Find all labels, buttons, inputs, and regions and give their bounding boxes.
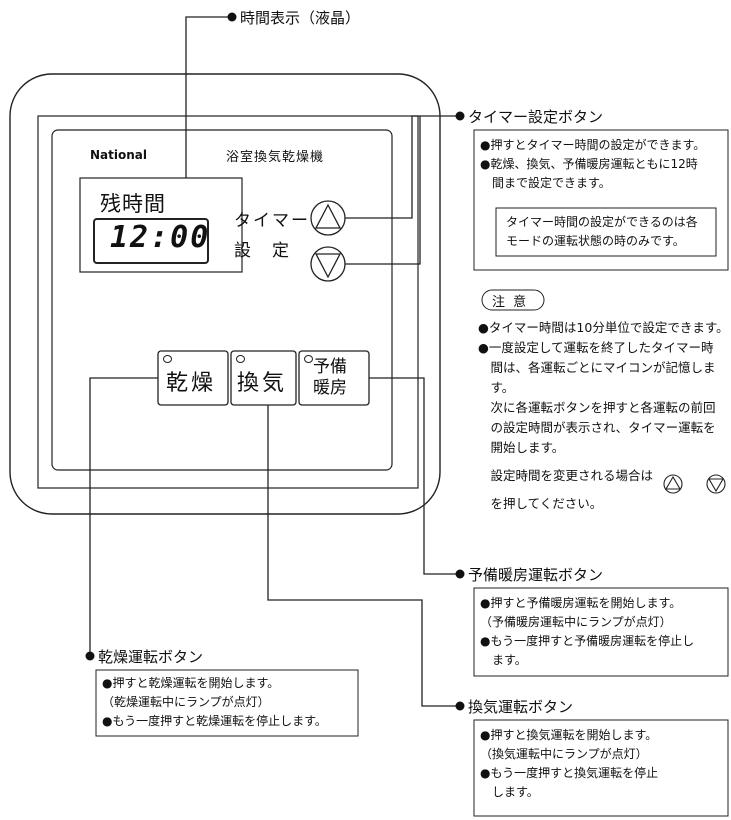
caution-line: 設定時間を変更される場合は	[478, 468, 654, 483]
vent-line: ●もう一度押すと換気運転を停止	[480, 766, 659, 780]
timer-note-line: タイマー時間の設定ができるのは各	[506, 215, 698, 229]
dry-button[interactable]: 乾燥	[158, 351, 228, 405]
preheat-box	[473, 587, 729, 677]
inner-frame	[37, 115, 419, 489]
timer-set-label: 設 定	[234, 241, 291, 261]
caution-line: を押してください。	[478, 496, 603, 511]
caution-line: 次に各運転ボタンを押すと各運転の前回	[478, 400, 716, 415]
timer-note-line: モードの運転状態の時のみです。	[506, 234, 685, 248]
dry-lamp	[163, 355, 172, 363]
vent-button[interactable]: 換気	[231, 351, 296, 405]
timer-up-button[interactable]	[311, 201, 345, 235]
preheat-line: ●押すと予備暖房運転を開始します。	[480, 596, 682, 610]
preheat-line: ます。	[480, 653, 527, 667]
caution-line: ●タイマー時間は10分単位で設定できます。	[478, 320, 729, 335]
dry-button-label: 乾燥	[166, 371, 217, 396]
lcd-time-readout: 12:00	[110, 220, 211, 255]
timer-note-box	[495, 207, 717, 257]
time-display-title: 時間表示（液晶）	[240, 9, 361, 27]
vent-line: します。	[480, 785, 539, 799]
model-name: 浴室換気乾燥機	[226, 150, 325, 165]
preheat-description: ●押すと予備暖房運転を開始します。 （予備暖房運転中にランプが点灯） ●もう一度…	[480, 594, 694, 670]
timer-set-title: タイマー設定ボタン	[468, 108, 604, 126]
vent-line: ●押すと換気運転を開始します。	[480, 728, 658, 742]
timer-label: タイマー	[234, 211, 310, 231]
dry-line: （乾燥運転中にランプが点灯）	[102, 695, 270, 709]
dry-description: ●押すと乾燥運転を開始します。 （乾燥運転中にランプが点灯） ●もう一度押すと乾…	[102, 674, 327, 731]
caution-text: ●タイマー時間は10分単位で設定できます。 ●一度設定して運転を終了したタイマー…	[478, 318, 729, 514]
dry-line: ●押すと乾燥運転を開始します。	[102, 676, 280, 690]
preheat-line: （予備暖房運転中にランプが点灯）	[480, 615, 672, 629]
preheat-button[interactable]: 予備 暖房	[299, 351, 369, 405]
outer-faceplate	[9, 73, 441, 515]
caution-line: ●一度設定して運転を終了したタイマー時	[478, 340, 714, 355]
dry-box	[95, 669, 359, 737]
timer-set-box	[473, 129, 729, 271]
brand-logo: National	[90, 148, 147, 162]
preheat-line: ●もう一度押すと予備暖房運転を停止し	[480, 634, 695, 648]
preheat-lamp	[304, 355, 313, 363]
timer-set-line: ●押すとタイマー時間の設定ができます。	[480, 138, 706, 152]
remaining-time-label: 残時間	[100, 192, 166, 216]
preheat-button-label-1: 予備	[313, 357, 347, 377]
caution-line: 間は、各運転ごとにマイコンが記憶しま	[478, 360, 716, 375]
caution-line: の設定時間が表示され、タイマー運転を	[478, 420, 716, 435]
preheat-title: 予備暖房運転ボタン	[468, 566, 604, 584]
lcd-window	[79, 177, 243, 273]
panel-face	[51, 129, 393, 471]
vent-line: （換気運転中にランプが点灯）	[480, 747, 648, 761]
preheat-button-label-2: 暖房	[313, 378, 347, 398]
vent-box	[473, 719, 729, 817]
timer-set-line: 間まで設定できます。	[480, 176, 611, 190]
timer-note: タイマー時間の設定ができるのは各 モードの運転状態の時のみです。	[506, 213, 698, 251]
lcd-digits-frame	[93, 218, 209, 264]
caution-line: す。	[478, 380, 515, 395]
vent-title: 換気運転ボタン	[468, 698, 574, 716]
caution-title: 注 意	[492, 295, 529, 310]
vent-button-label: 換気	[237, 371, 288, 396]
vent-description: ●押すと換気運転を開始します。 （換気運転中にランプが点灯） ●もう一度押すと換…	[480, 726, 658, 802]
timer-down-button[interactable]	[311, 247, 345, 281]
timer-set-description: ●押すとタイマー時間の設定ができます。 ●乾燥、換気、予備暖房運転ともに12時 …	[480, 136, 705, 193]
dry-line: ●もう一度押すと乾燥運転を停止します。	[102, 714, 327, 728]
vent-lamp	[236, 355, 245, 363]
dry-title: 乾燥運転ボタン	[98, 648, 204, 666]
timer-set-line: ●乾燥、換気、予備暖房運転ともに12時	[480, 157, 698, 171]
caution-line: 開始します。	[478, 440, 565, 455]
